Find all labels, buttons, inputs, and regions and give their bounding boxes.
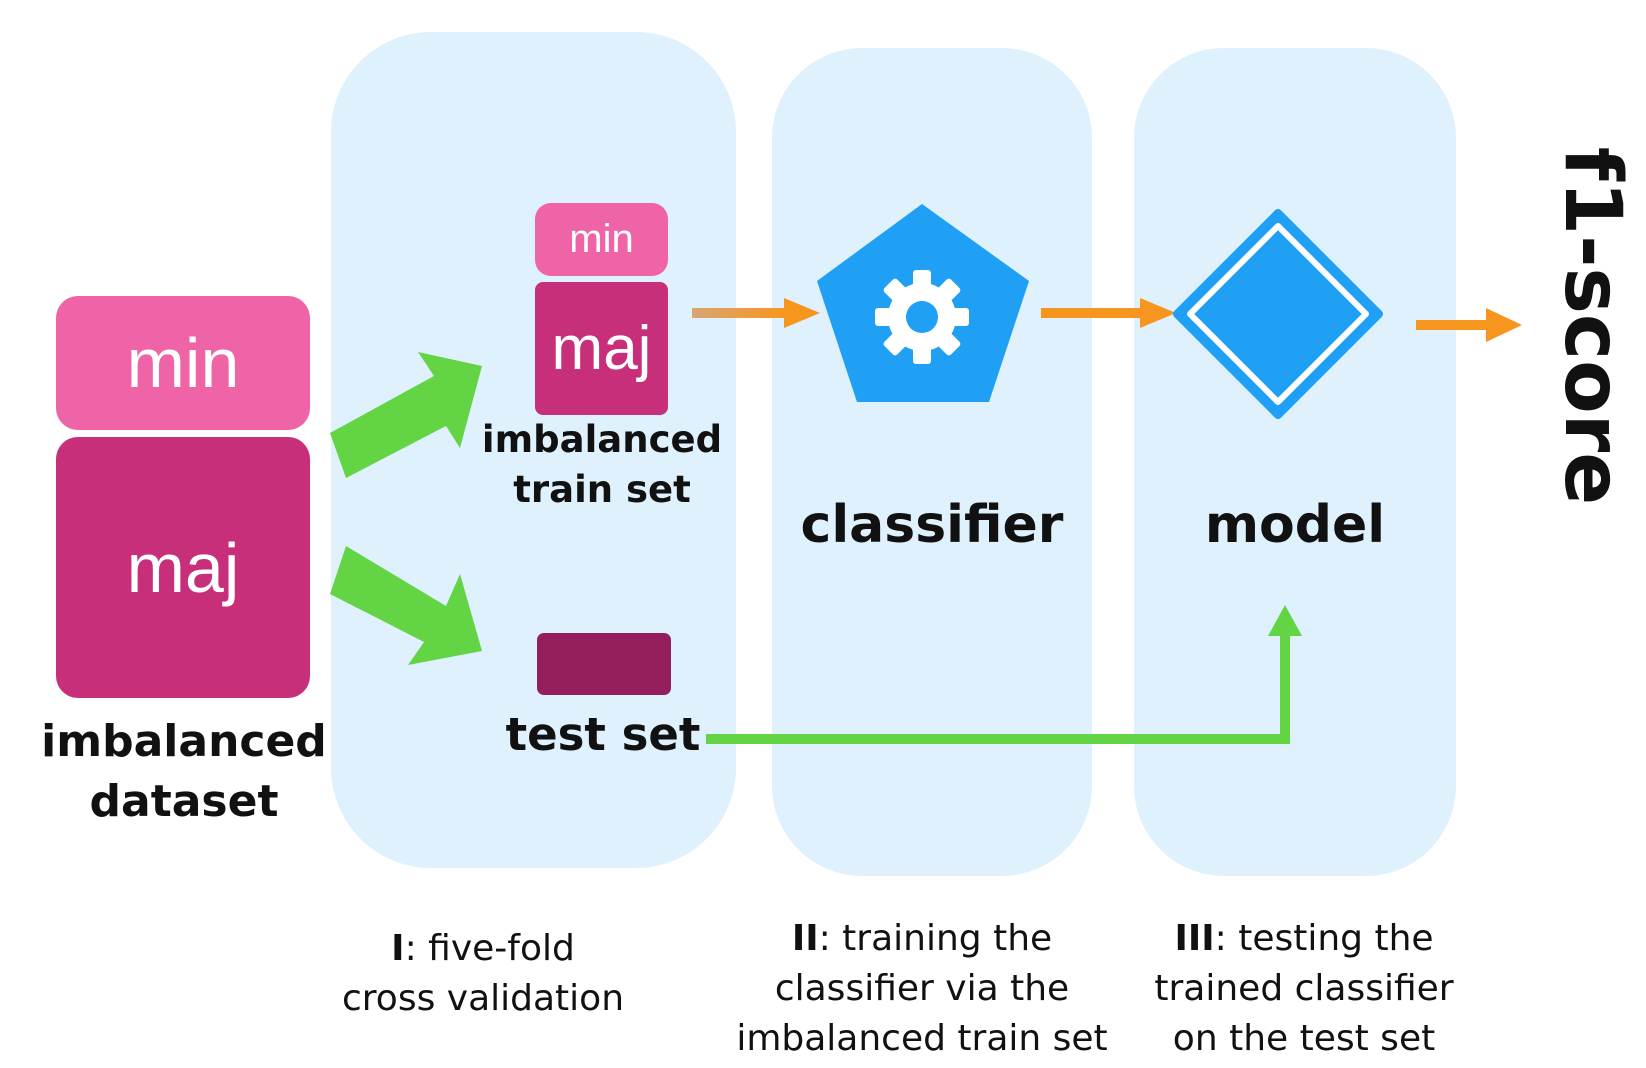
- gear-pentagon-icon: [817, 204, 1029, 402]
- train-to-classifier-arrowhead: [784, 298, 820, 328]
- caption-text: : training the: [818, 918, 1053, 959]
- train-to-classifier-shaft: [692, 308, 786, 318]
- caption-numeral: I: [391, 928, 405, 969]
- caption-text: : five-fold: [404, 928, 575, 969]
- split-arrow-to-train: [330, 352, 482, 478]
- train-maj-label: maj: [551, 314, 652, 383]
- caption-text: on the test set: [1172, 1018, 1436, 1059]
- diamond-icon: [1173, 209, 1383, 419]
- train-set-label-line2: train set: [513, 468, 691, 511]
- dataset-label-line1: imbalanced: [41, 716, 327, 767]
- classifier-to-model-shaft: [1041, 308, 1143, 318]
- dataset-min-block: min: [56, 296, 310, 430]
- train-set-label-line1: imbalanced: [481, 418, 723, 461]
- test-set-block: [537, 633, 671, 695]
- model-to-f1-shaft: [1416, 320, 1488, 330]
- classifier-label: classifier: [800, 495, 1064, 555]
- caption-text: : testing the: [1214, 918, 1434, 959]
- caption-numeral: III: [1174, 918, 1215, 959]
- classifier-to-model-arrowhead: [1140, 298, 1176, 328]
- test-to-model-connector: [706, 630, 1290, 744]
- caption-training: II: training the classifier via the imba…: [722, 914, 1122, 1064]
- model-to-f1-arrowhead: [1486, 308, 1522, 342]
- caption-cross-validation: I: five-fold cross validation: [318, 924, 648, 1024]
- gear-icon: [875, 270, 969, 364]
- caption-text: cross validation: [341, 978, 625, 1019]
- caption-text: imbalanced train set: [736, 1018, 1108, 1059]
- split-arrow-to-test: [330, 546, 482, 665]
- caption-text: trained classifier: [1154, 968, 1454, 1009]
- caption-numeral: II: [791, 918, 819, 959]
- model-label: model: [1204, 495, 1386, 555]
- test-set-label: test set: [505, 708, 701, 761]
- caption-text: classifier via the: [774, 968, 1070, 1009]
- test-to-model-arrowhead: [1268, 605, 1302, 636]
- dataset-maj-block: maj: [56, 437, 310, 698]
- dataset-maj-label: maj: [126, 528, 240, 607]
- train-min-label: min: [569, 217, 634, 261]
- dataset-label-line2: dataset: [89, 776, 279, 827]
- train-maj-block: maj: [535, 282, 668, 415]
- caption-testing: III: testing the trained classifier on t…: [1134, 914, 1474, 1064]
- dataset-min-label: min: [126, 324, 240, 402]
- train-min-block: min: [535, 203, 668, 276]
